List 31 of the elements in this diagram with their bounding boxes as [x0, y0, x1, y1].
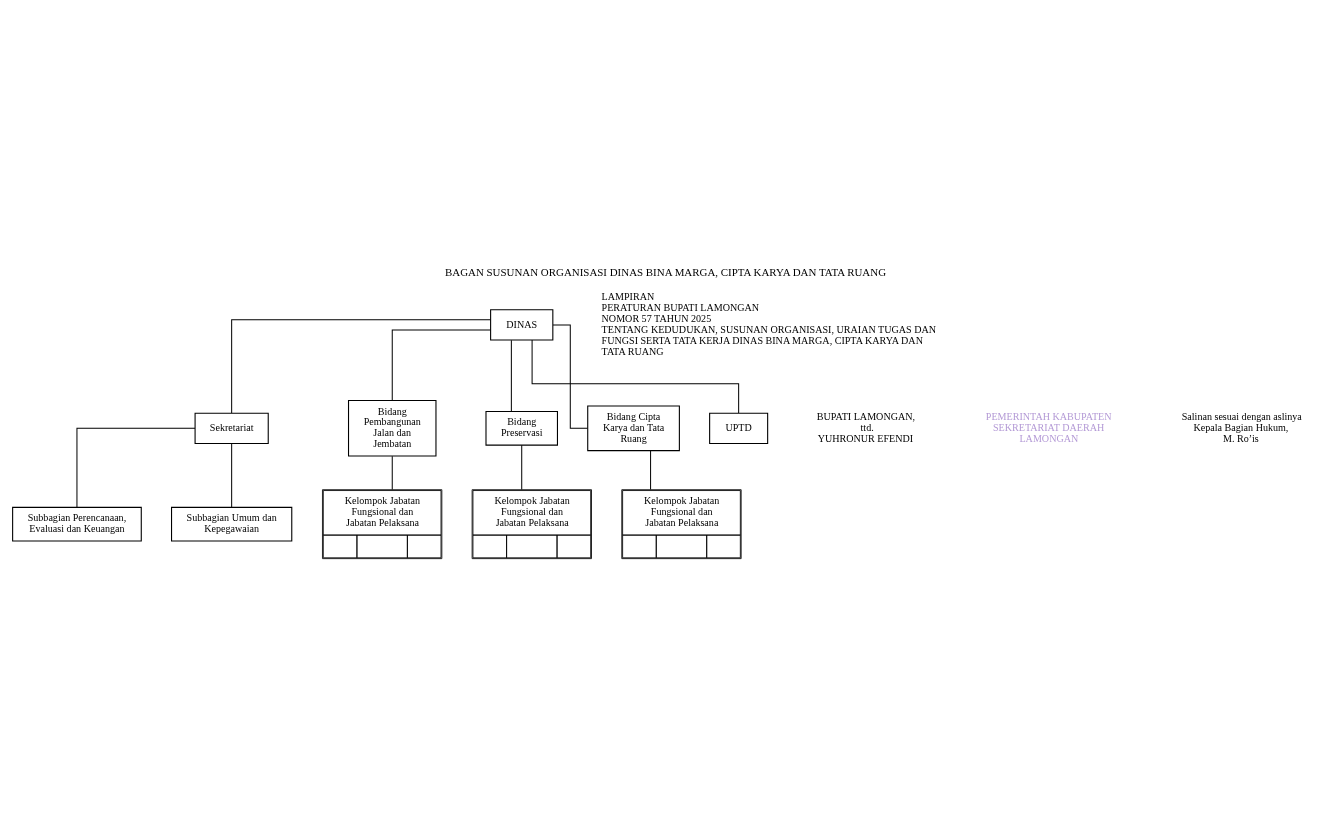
label: NOMOR 57 TAHUN 2025: [601, 313, 712, 325]
connector: [391, 455, 393, 490]
label: M. Ro’is: [1222, 433, 1259, 445]
node-box: Bidang Pembangunan Jalan dan Jembatan: [348, 400, 437, 457]
node-box: Sekretariat: [194, 412, 269, 444]
node-box: Subbagian Umum dan Kepegawaian: [171, 506, 293, 542]
diagram-title: BAGAN SUSUNAN ORGANISASI DINAS BINA MARGA, CIPTA KARYA DAN TATA RUANG: [444, 266, 887, 279]
node-box: DINAS: [490, 309, 554, 341]
label: PERATURAN BUPATI LAMONGAN: [601, 302, 760, 314]
node-box: Bidang Cipta Karya dan Tata Ruang: [587, 405, 680, 452]
connector: [231, 443, 233, 508]
label: TENTANG KEDUDUKAN, SUSUNAN ORGANISASI, URAIAN TUGAS DAN FUNGSI SERTA TATA KERJA DINAS BINA MARGA, CIPTA KARYA DAN TATA RUANG: [601, 323, 936, 357]
node-box: Bidang Preservasi: [485, 410, 558, 446]
connector: [231, 319, 491, 414]
label: ttd.: [860, 422, 874, 434]
connector: [76, 427, 196, 508]
label: LAMONGAN: [1019, 433, 1079, 445]
connector: [531, 339, 740, 414]
label: SEKRETARIAT DAERAH: [992, 422, 1105, 434]
connector: [650, 450, 652, 490]
connector: [510, 339, 512, 412]
label: BUPATI LAMONGAN,: [816, 411, 916, 423]
label: YUHRONUR EFENDI: [817, 433, 914, 445]
node-box: UPTD: [709, 412, 769, 444]
label: Salinan sesuai dengan aslinya Kepala Bagian Hukum,: [1181, 411, 1302, 434]
connector: [391, 329, 491, 401]
connector: [552, 324, 589, 429]
connector: [521, 444, 523, 491]
node-box: Subbagian Perencanaan, Evaluasi dan Keuangan: [12, 506, 142, 542]
label: PEMERINTAH KABUPATEN: [985, 411, 1112, 423]
label: LAMPIRAN: [601, 291, 655, 303]
